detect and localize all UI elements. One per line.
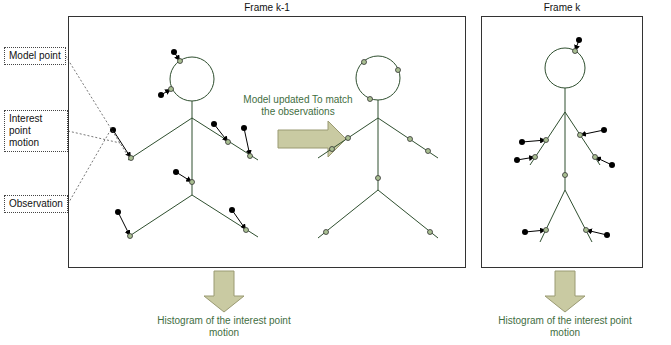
model-points [533,49,598,233]
stick-figure [128,57,258,237]
frame-box: Frame k-1 [68,16,466,268]
frame-box: Frame k [481,16,643,268]
block-arrow [545,271,585,312]
motion-arrows [113,52,250,236]
arrow-caption: Model updated To match the observations [236,94,360,118]
leader-line [68,131,120,143]
model-points [324,60,433,235]
leader-line [66,56,128,156]
leader-line [68,131,110,204]
block-arrow [278,121,346,157]
model-points [128,59,253,239]
callout-text: Interest point motion [9,113,63,149]
leader-lines [66,56,128,204]
callout-text: Model point [9,50,61,62]
histogram-caption: Histogram of the interest point motion [154,315,294,339]
callout-box: Interest point motion [4,110,68,152]
frame-title: Frame k-1 [69,2,465,14]
stick-figure [318,56,438,238]
observation-dots [514,37,615,238]
callout-box: Observation [4,195,68,213]
callout-text: Observation [9,198,63,210]
callout-box: Model point [4,47,66,65]
histogram-caption: Histogram of the interest point motion [495,315,635,339]
motion-arrows [517,40,612,235]
stick-figure [530,48,600,242]
observation-dots [110,49,247,215]
block-arrow [204,271,244,312]
frame-title: Frame k [482,2,642,14]
